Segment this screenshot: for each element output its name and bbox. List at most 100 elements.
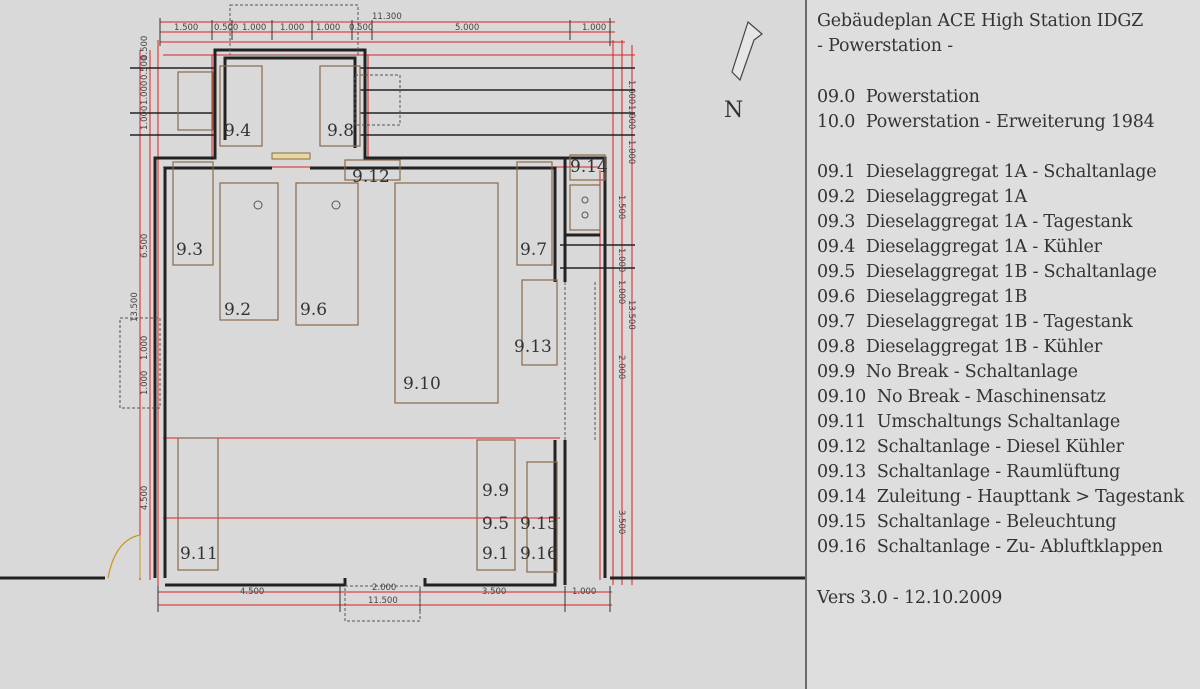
equipment-circles [253, 196, 589, 219]
room-label-9.3: 9.3 [176, 240, 203, 260]
dim-top-seg-7: 1.000 [582, 23, 606, 33]
doors [119, 4, 596, 622]
floor-plan: N 9.4 9.8 9.12 9.14 9.3 9.2 9.6 9.7 9.13… [0, 4, 805, 622]
legend-item: 09.13 Schaltanlage - Raumlüftung [817, 462, 1120, 482]
legend-section-code: 10.0 [817, 112, 856, 132]
legend-item-code: 09.12 [817, 437, 867, 457]
legend-item-code: 09.4 [817, 237, 856, 257]
legend-item-text: Zuleitung - Haupttank > Tagestank [876, 487, 1184, 507]
legend-item: 09.16 Schaltanlage - Zu- Abluftklappen [817, 537, 1163, 557]
room-label-9.9: 9.9 [482, 481, 509, 501]
legend-item-text: Dieselaggregat 1B - Schaltanlage [865, 262, 1157, 282]
legend-item: 09.10 No Break - Maschinensatz [817, 387, 1106, 407]
north-arrow-icon [731, 20, 763, 82]
dim-left-total: 13.500 [130, 292, 140, 322]
legend-subtitle: - Powerstation - [817, 36, 953, 56]
legend-item-text: Dieselaggregat 1A - Tagestank [865, 212, 1133, 232]
dim-top-seg-3: 1.000 [280, 23, 304, 33]
legend-item-code: 09.14 [817, 487, 867, 507]
legend-item-code: 09.13 [817, 462, 867, 482]
legend-item-code: 09.8 [817, 337, 856, 357]
dim-bottom-seg-0: 4.500 [240, 587, 264, 597]
room-label-9.16: 9.16 [520, 544, 558, 564]
dim-right-seg-2: 1.000 [616, 280, 626, 304]
dim-right-total: 13.500 [626, 300, 636, 330]
dim-left-inner-1: 1.000 [140, 371, 150, 395]
legend-item: 09.3 Dieselaggregat 1A - Tagestank [817, 212, 1132, 232]
room-label-9.8: 9.8 [327, 121, 354, 141]
legend-item: 09.8 Dieselaggregat 1B - Kühler [817, 337, 1102, 357]
room-label-9.5: 9.5 [482, 514, 509, 534]
legend-item: 09.7 Dieselaggregat 1B - Tagestank [817, 312, 1133, 332]
legend-item: 09.9 No Break - Schaltanlage [817, 362, 1078, 382]
dim-top-seg-2: 1.000 [242, 23, 266, 33]
dim-top-seg-0: 1.500 [174, 23, 198, 33]
dim-bottom-seg-2: 3.500 [482, 587, 506, 597]
legend-item-text: Schaltanlage - Beleuchtung [876, 512, 1117, 532]
legend-item-code: 09.1 [817, 162, 856, 182]
north-arrow: N [724, 20, 763, 123]
equipment-outlines [172, 65, 606, 573]
legend-section-text: Powerstation - Erweiterung 1984 [865, 112, 1155, 132]
room-label-9.7: 9.7 [520, 240, 547, 260]
legend-item-text: Dieselaggregat 1B - Kühler [865, 337, 1102, 357]
room-label-9.12: 9.12 [352, 167, 390, 187]
dimension-labels: 11.300 1.500 0.500 1.000 1.000 1.000 0.5… [130, 12, 636, 606]
legend-item-code: 09.5 [817, 262, 856, 282]
legend-item: 09.1 Dieselaggregat 1A - Schaltanlage [817, 162, 1157, 182]
legend-item-code: 09.11 [817, 412, 867, 432]
room-labels: 9.4 9.8 9.12 9.14 9.3 9.2 9.6 9.7 9.13 9… [176, 121, 608, 564]
dim-right-seg-4: 3.500 [616, 510, 626, 534]
legend-item-code: 09.15 [817, 512, 867, 532]
room-label-9.10: 9.10 [403, 374, 441, 394]
dim-top-seg-4: 1.000 [316, 23, 340, 33]
dim-bottom-seg-1: 2.000 [372, 583, 396, 593]
legend-item-text: No Break - Schaltanlage [865, 362, 1078, 382]
legend-item: 09.2 Dieselaggregat 1A [817, 187, 1027, 207]
dim-right-seg-1: 1.000 [616, 248, 626, 272]
room-label-9.1: 9.1 [482, 544, 509, 564]
version-label: Vers 3.0 - 12.10.2009 [817, 588, 1003, 608]
legend-item-text: Dieselaggregat 1A [865, 187, 1027, 207]
legend-section-code: 09.0 [817, 87, 856, 107]
legend-item-code: 09.3 [817, 212, 856, 232]
legend-panel: Gebäudeplan ACE High Station IDGZ - Powe… [805, 0, 1200, 689]
legend-section: 09.0 Powerstation [817, 87, 980, 107]
legend-item-code: 09.9 [817, 362, 856, 382]
legend-item-text: Schaltanlage - Raumlüftung [876, 462, 1121, 482]
room-label-9.14: 9.14 [570, 157, 608, 177]
north-label: N [724, 98, 743, 123]
dim-left-inner-0: 1.000 [140, 336, 150, 360]
dim-right-top-0: 1.000 [626, 80, 636, 104]
legend-item-text: Dieselaggregat 1A - Schaltanlage [865, 162, 1157, 182]
room-label-9.4: 9.4 [224, 121, 251, 141]
dim-right-seg-3: 2.000 [616, 355, 626, 379]
room-label-9.15: 9.15 [520, 514, 558, 534]
dim-left-lower: 4.500 [140, 486, 150, 510]
dim-right-seg-0: 1.500 [616, 195, 626, 219]
dim-top-seg-5: 0.500 [349, 23, 373, 33]
roof-lines [130, 67, 635, 269]
dim-left-top-3: 0.500 [140, 36, 150, 60]
dim-right-top-1: 1.000 [626, 105, 636, 129]
room-label-9.13: 9.13 [514, 337, 552, 357]
legend-item: 09.6 Dieselaggregat 1B [817, 287, 1027, 307]
door-swing [107, 534, 141, 579]
legend-item-text: Schaltanlage - Zu- Abluftklappen [876, 537, 1163, 557]
legend-item: 09.14 Zuleitung - Haupttank > Tagestank [817, 487, 1184, 507]
room-label-9.11: 9.11 [180, 544, 218, 564]
legend-section: 10.0 Powerstation - Erweiterung 1984 [817, 112, 1155, 132]
legend-item-text: Umschaltungs Schaltanlage [876, 412, 1121, 432]
dim-right-top-2: 1.000 [626, 140, 636, 164]
dim-bottom-total: 11.500 [368, 596, 398, 606]
room-label-9.6: 9.6 [300, 300, 327, 320]
legend-item: 09.5 Dieselaggregat 1B - Schaltanlage [817, 262, 1157, 282]
legend-item-code: 09.2 [817, 187, 856, 207]
dim-left-top-1: 1.000 [140, 81, 150, 105]
room-label-9.2: 9.2 [224, 300, 251, 320]
legend-item-code: 09.10 [817, 387, 867, 407]
legend-item-text: Dieselaggregat 1B [865, 287, 1028, 307]
dim-left-upper: 6.500 [140, 234, 150, 258]
legend-item-code: 09.7 [817, 312, 856, 332]
door-threshold [271, 152, 311, 160]
